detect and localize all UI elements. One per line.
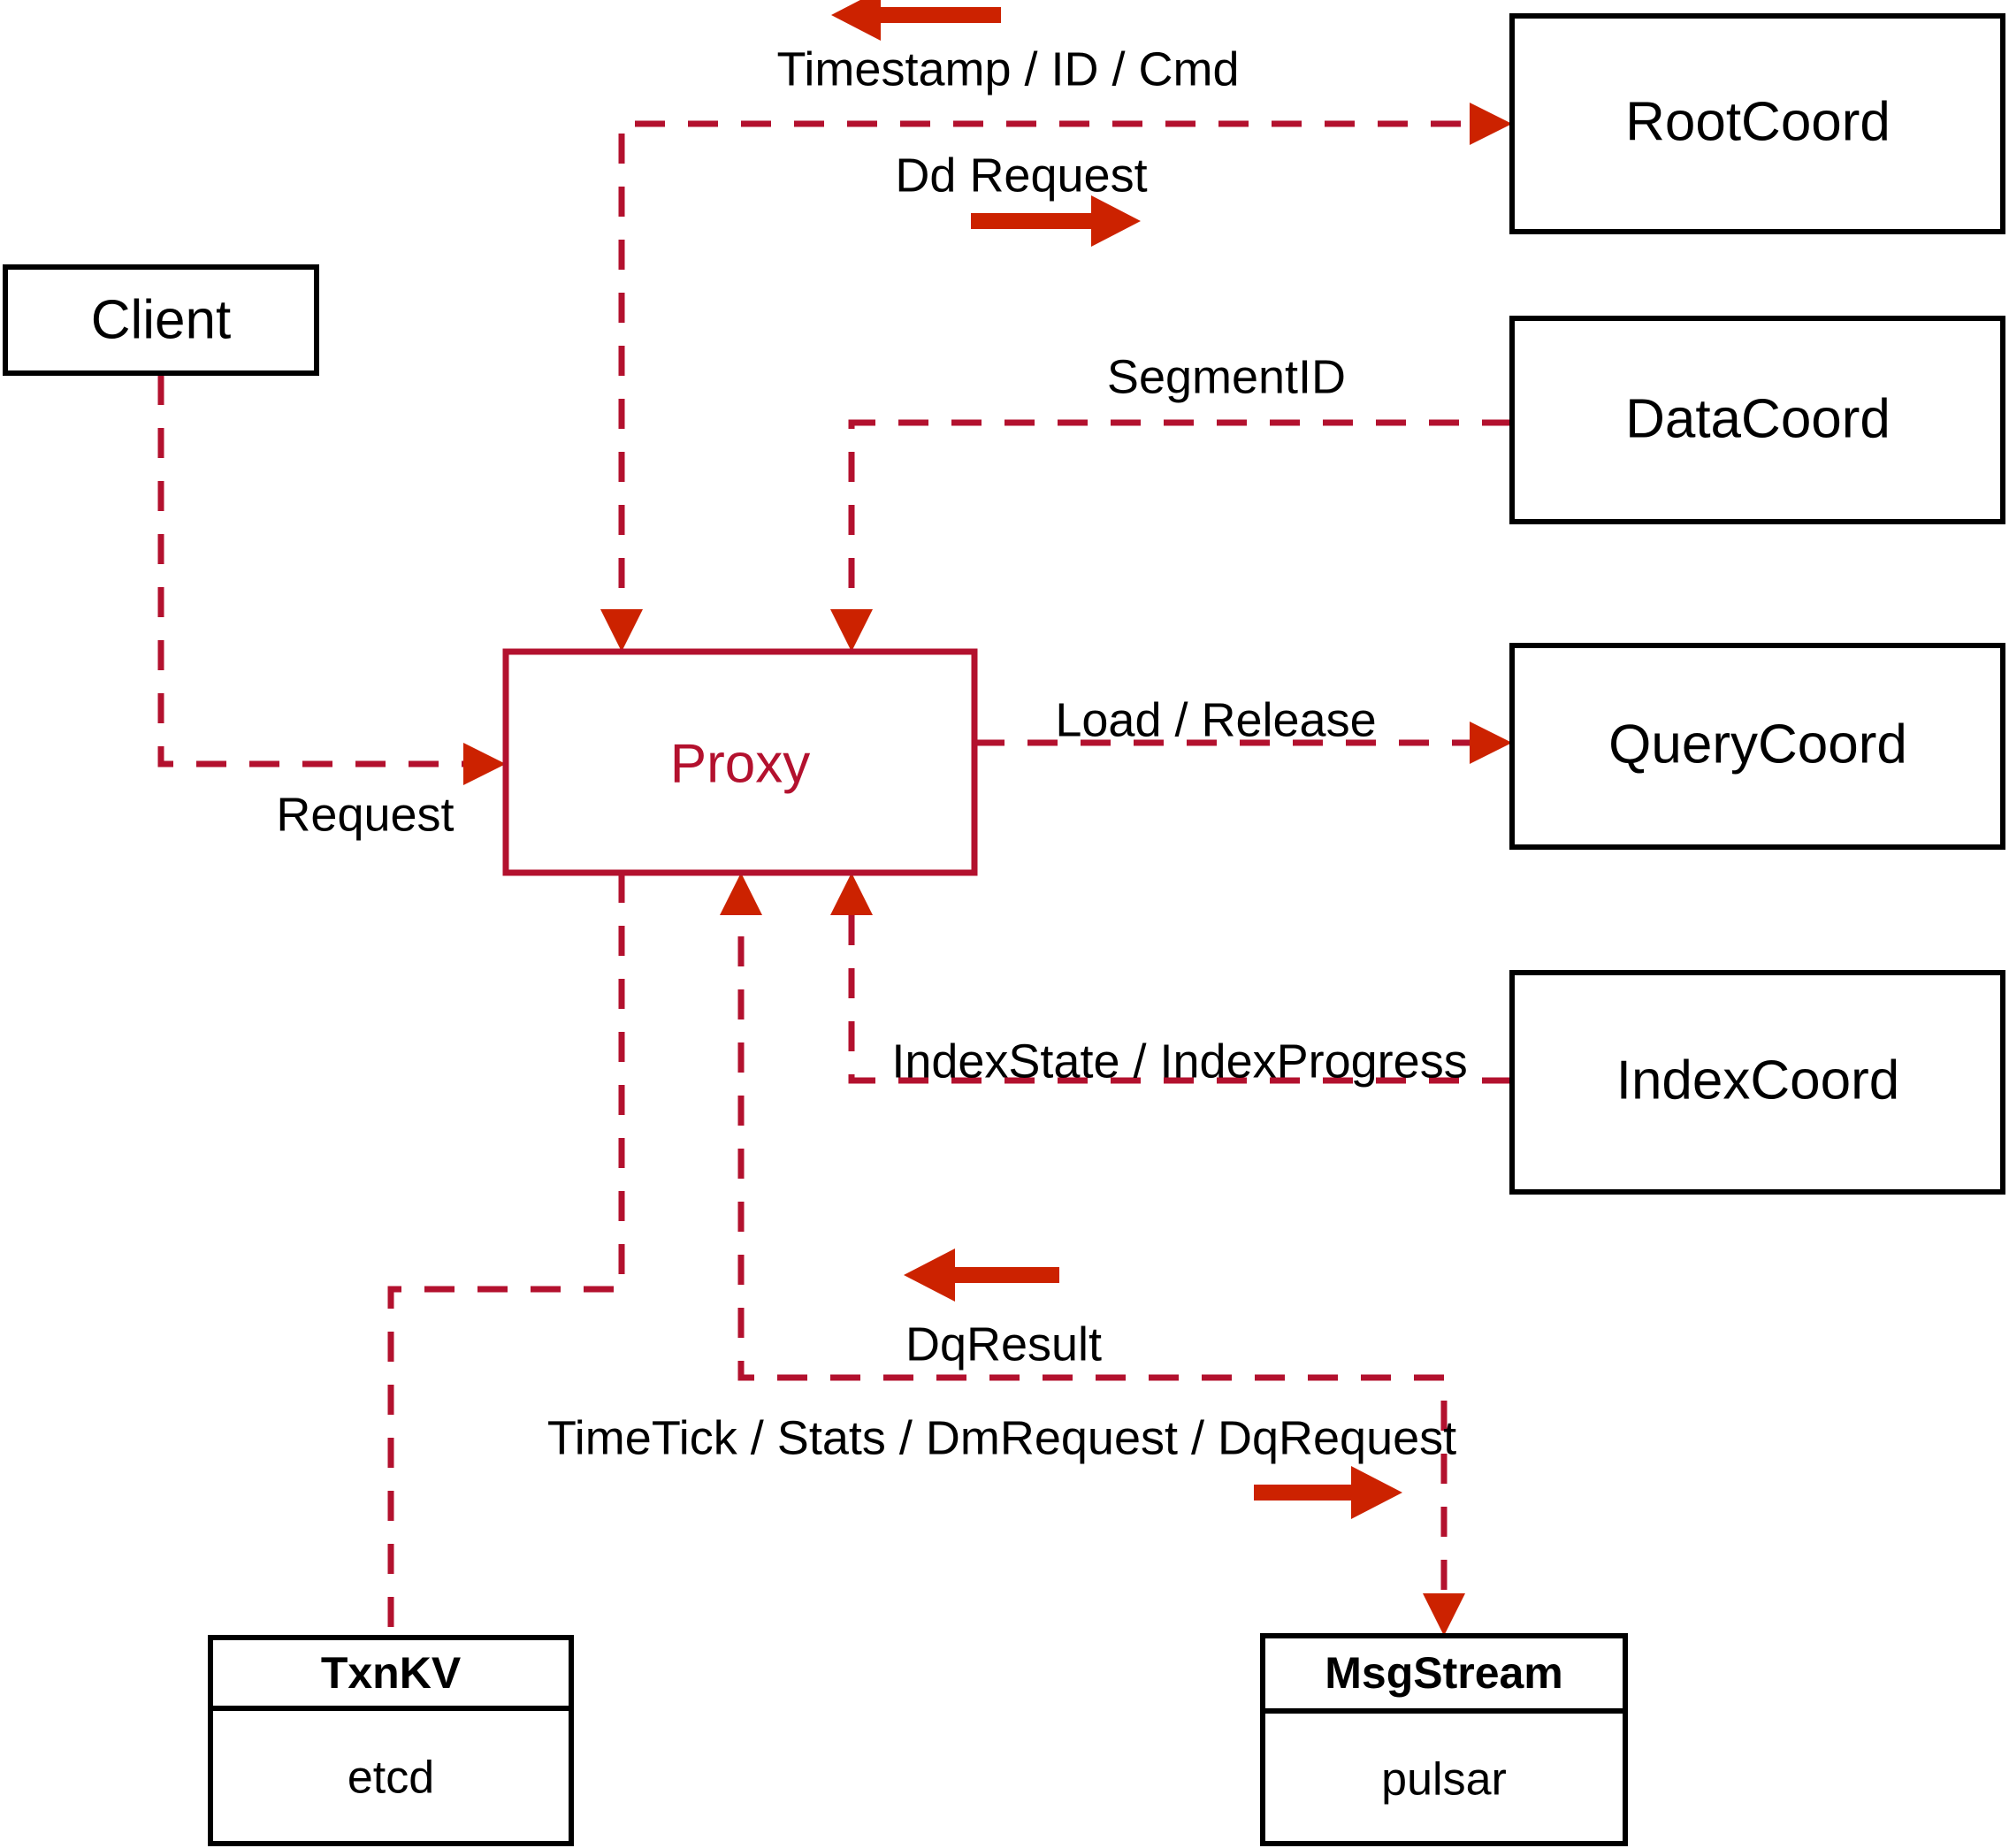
node-txnkv[interactable]	[208, 1635, 574, 1846]
direction-arrow-timetick-right	[1254, 1466, 1402, 1519]
edge-label-load-release: Load / Release	[1055, 693, 1376, 746]
arrowhead-rootcoord-to-proxy	[600, 609, 643, 652]
arrowhead-proxy-to-rootcoord	[1470, 103, 1512, 145]
node-proxy-label: Proxy	[670, 733, 810, 794]
node-rootcoord[interactable]	[1509, 13, 2005, 234]
node-querycoord[interactable]	[1509, 643, 2005, 850]
node-client-label: Client	[91, 289, 232, 350]
direction-arrow-timestamp-left	[831, 0, 1001, 41]
node-client[interactable]	[3, 264, 319, 376]
node-indexcoord-label: IndexCoord	[1616, 1050, 1900, 1111]
edge-client-to-proxy	[157, 375, 495, 767]
arrowhead-proxy-to-querycoord	[1470, 722, 1512, 764]
edge-label-segment-id: SegmentID	[1107, 350, 1346, 403]
edge-label-timetick-stats: TimeTick / Stats / DmRequest / DqRequest	[547, 1411, 1456, 1464]
edge-proxy-msgstream	[737, 883, 1448, 1625]
edge-indexcoord-to-proxy	[848, 883, 1512, 1084]
node-txnkv-impl-label: etcd	[348, 1753, 434, 1804]
arrowhead-proxy-to-msgstream	[1423, 1593, 1465, 1636]
node-proxy[interactable]	[502, 648, 978, 876]
node-datacoord-label: DataCoord	[1625, 388, 1891, 449]
node-msgstream-label: MsgStream	[1325, 1648, 1563, 1698]
edge-proxy-to-txnkv	[387, 873, 625, 1638]
node-msgstream[interactable]	[1260, 1633, 1628, 1846]
edge-datacoord-to-proxy	[848, 419, 1512, 641]
arrowhead-indexcoord-to-proxy	[830, 873, 873, 915]
direction-arrow-dqresult-left	[904, 1249, 1059, 1302]
node-querycoord-label: QueryCoord	[1608, 714, 1907, 775]
edge-proxy-to-rootcoord	[618, 120, 1501, 641]
node-indexcoord[interactable]	[1509, 970, 2005, 1195]
node-rootcoord-label: RootCoord	[1625, 91, 1891, 152]
edge-label-dd-request: Dd Request	[895, 149, 1147, 202]
arrowhead-msgstream-to-proxy	[720, 873, 762, 915]
edge-label-request: Request	[276, 788, 454, 841]
node-txnkv-label: TxnKV	[321, 1648, 462, 1698]
edge-label-dq-result: DqResult	[905, 1317, 1102, 1371]
node-msgstream-impl-label: pulsar	[1381, 1754, 1507, 1806]
direction-arrow-dd-request-right	[971, 195, 1141, 247]
node-datacoord[interactable]	[1509, 316, 2005, 524]
edge-label-timestamp-id-cmd: Timestamp / ID / Cmd	[776, 42, 1239, 95]
edge-label-index-state-progress: IndexState / IndexProgress	[891, 1035, 1467, 1088]
arrowhead-datacoord-to-proxy	[830, 609, 873, 652]
arrowhead-client-to-proxy	[463, 743, 506, 785]
